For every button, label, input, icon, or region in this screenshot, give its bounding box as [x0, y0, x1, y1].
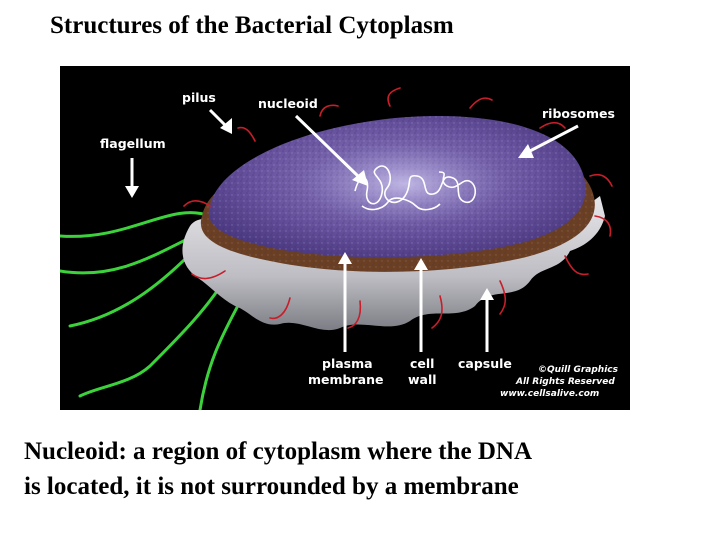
credit-line1: ©Quill Graphics — [538, 365, 619, 375]
label-plasma-membrane-line1: plasma — [322, 356, 373, 371]
label-pilus: pilus — [182, 90, 216, 105]
credit-line3: www.cellsalive.com — [500, 389, 599, 399]
capsule-layer — [182, 196, 605, 331]
label-arrows — [125, 108, 579, 352]
nucleoid-dna — [354, 165, 477, 211]
label-flagellum: flagellum — [100, 136, 166, 151]
label-capsule: capsule — [458, 356, 512, 371]
label-cell-wall-line2: wall — [408, 372, 437, 387]
caption-line1: Nucleoid: a region of cytoplasm where th… — [24, 438, 533, 465]
credit-line2: All Rights Reserved — [515, 377, 615, 387]
label-ribosomes: ribosomes — [542, 106, 615, 121]
label-plasma-membrane-line2: membrane — [308, 372, 383, 387]
caption-line2: is located, it is not surrounded by a me… — [24, 473, 519, 500]
bacterium-diagram: pilus nucleoid ribosomes flagellum plasm… — [60, 66, 630, 410]
pili — [183, 87, 613, 329]
page-title: Structures of the Bacterial Cytoplasm — [50, 12, 454, 39]
label-cell-wall-line1: cell — [410, 356, 434, 371]
caption: Nucleoid: a region of cytoplasm where th… — [24, 434, 704, 504]
label-nucleoid: nucleoid — [258, 96, 318, 111]
